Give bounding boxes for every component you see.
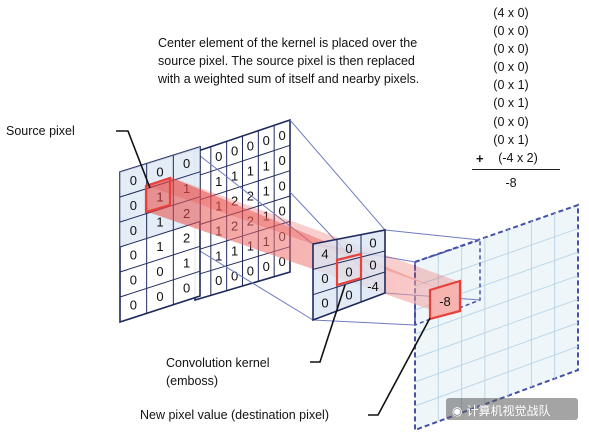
description-line: with a weighted sum of itself and nearby… — [158, 72, 420, 86]
source-cell-value: 0 — [263, 259, 270, 274]
source-cell-value: 1 — [263, 209, 270, 224]
calc-result: -8 — [505, 176, 517, 190]
source-cell-value: 1 — [215, 174, 222, 189]
source-cell-value: 0 — [183, 156, 190, 171]
calc-term: (0 x 1) — [493, 96, 529, 111]
source-cell-value: 0 — [130, 273, 137, 288]
kernel-label: Convolution kernel — [166, 356, 270, 370]
kernel-cell-value: 0 — [345, 287, 352, 302]
source-pixel-label: Source pixel — [6, 124, 75, 138]
source-cell-value: 0 — [278, 128, 285, 143]
source-cell-value: 1 — [247, 163, 254, 178]
calc-term: (0 x 1) — [493, 132, 529, 147]
source-cell-value: 0 — [278, 254, 285, 269]
calc-term: (0 x 0) — [493, 60, 529, 75]
source-cell-value: 1 — [156, 214, 163, 229]
source-cell-value: 0 — [156, 289, 163, 304]
calc-term: (4 x 0) — [493, 6, 529, 20]
kernel-cell-value: 0 — [369, 257, 376, 272]
kernel-cell-value: 0 — [345, 241, 352, 256]
source-cell-value: 0 — [231, 268, 238, 283]
source-cell-value: 1 — [263, 183, 270, 198]
source-cell-value: 0 — [247, 264, 254, 279]
source-cell-value: 0 — [130, 173, 137, 188]
source-cell-value: 0 — [130, 298, 137, 313]
kernel-center-highlight — [335, 252, 363, 287]
destination-pixel: -8 — [428, 279, 462, 321]
kernel-cell-value: 0 — [345, 264, 352, 279]
calc-term: (0 x 1) — [493, 78, 529, 93]
kernel-sublabel: (emboss) — [166, 374, 219, 388]
calc-term: (0 x 0) — [493, 114, 529, 129]
source-cell-value: 1 — [156, 239, 163, 254]
source-cell-value: 0 — [278, 204, 285, 219]
grid-line — [194, 144, 291, 178]
calc-divider — [472, 169, 560, 170]
convolution-kernel: 4 0 0 0 0 0 0 0 -4 — [312, 229, 386, 322]
grid-line — [414, 322, 579, 383]
source-cell-value: 0 — [156, 164, 163, 179]
source-cell-value: 0 — [263, 133, 270, 148]
wechat-icon: ◉ — [452, 403, 463, 418]
source-cell-value: 2 — [231, 194, 238, 209]
source-cell-value: 0 — [278, 153, 285, 168]
source-cell-value: 0 — [156, 264, 163, 279]
description-line: Center element of the kernel is placed o… — [158, 36, 418, 50]
grid-line — [414, 228, 579, 287]
watermark: ◉ 计算机视觉战队 — [446, 398, 578, 420]
kernel-cell-value: 0 — [321, 271, 328, 286]
grid-line — [119, 270, 201, 298]
source-cell-value: 0 — [215, 149, 222, 164]
kernel-cell-value: 4 — [321, 246, 328, 261]
grid-line — [312, 271, 386, 296]
grid-line — [414, 298, 579, 359]
source-cell-value: 1 — [263, 158, 270, 173]
destination-value: -8 — [439, 294, 451, 309]
leader-lines — [116, 130, 431, 416]
source-cell-value: 0 — [231, 144, 238, 159]
destination-grid — [414, 203, 579, 432]
grid-line — [414, 275, 579, 335]
source-cell-value: 0 — [215, 273, 222, 288]
calc-term: (0 x 0) — [493, 24, 529, 39]
calc-operator: + — [476, 151, 484, 166]
source-grid-front: 000011012012001000 — [119, 145, 201, 324]
source-cell-value: 0 — [130, 223, 137, 238]
calc-term: (-4 x 2) — [498, 150, 538, 165]
calculation-stack: (4 x 0) (0 x 0) (0 x 0) (0 x 0) (0 x 1) … — [468, 4, 560, 190]
source-cell-value: 0 — [183, 280, 190, 295]
watermark-text: 计算机视觉战队 — [466, 404, 551, 418]
watermark-background — [446, 398, 578, 420]
grid-line — [119, 221, 201, 248]
source-cell-value: 0 — [130, 198, 137, 213]
kernel-cell-value: 0 — [369, 236, 376, 251]
source-cell-value: 1 — [183, 256, 190, 271]
grid-line — [119, 245, 201, 273]
grid-line — [312, 250, 386, 270]
calc-term: (0 x 0) — [493, 42, 529, 57]
source-cell-value: 1 — [231, 243, 238, 258]
source-cell-value: 2 — [183, 231, 190, 246]
kernel-cell-value: -4 — [367, 279, 379, 294]
description-line: source pixel. The source pixel is then r… — [158, 54, 415, 68]
source-cell-value: 1 — [215, 248, 222, 263]
source-cell-value: 1 — [231, 169, 238, 184]
source-cell-value: 2 — [247, 188, 254, 203]
new-pixel-label: New pixel value (destination pixel) — [140, 408, 329, 422]
kernel-cell-value: 0 — [321, 296, 328, 311]
source-cell-value: 0 — [130, 248, 137, 263]
source-cell-value: 0 — [247, 138, 254, 153]
source-cell-value: 0 — [278, 178, 285, 193]
source-pixel-box — [144, 176, 172, 214]
description-text: Center element of the kernel is placed o… — [158, 34, 419, 88]
grid-line — [414, 345, 579, 407]
